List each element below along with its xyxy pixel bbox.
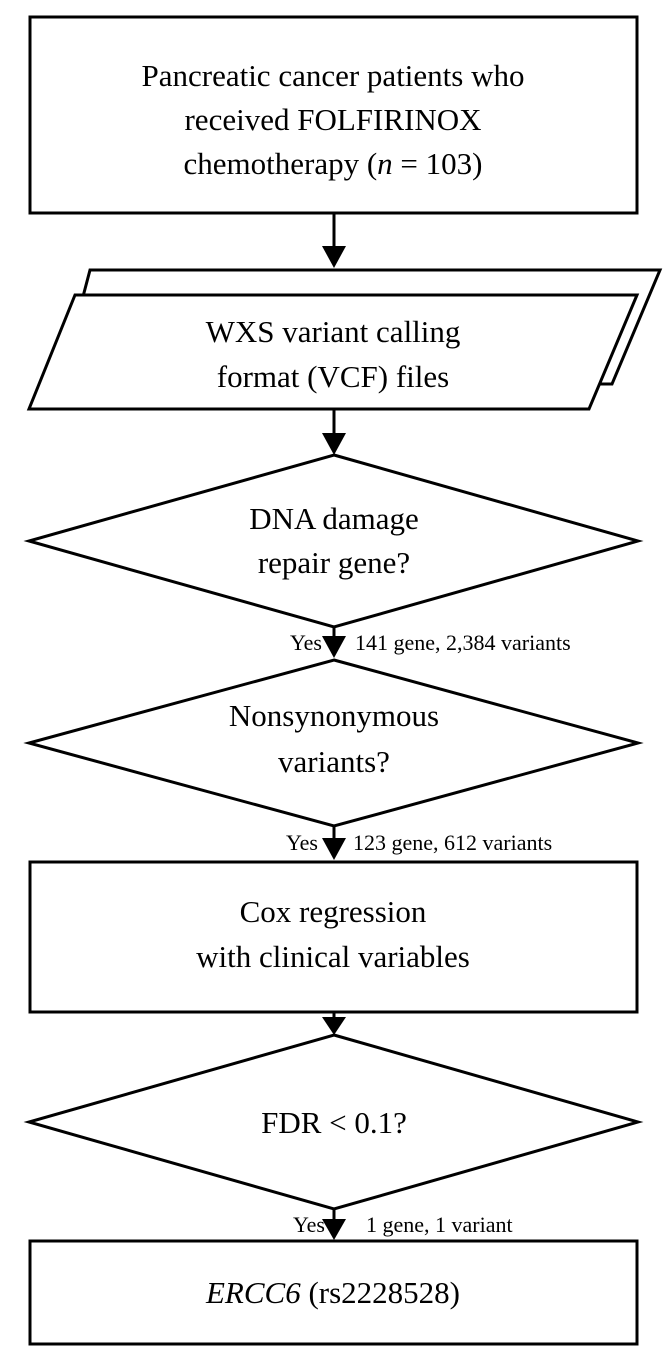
arrow-fdr-to-result: Yes 1 gene, 1 variant (293, 1209, 513, 1240)
edge-label-yes-nonsyn: Yes (286, 830, 318, 855)
edge-label-yes-ddr: Yes (290, 630, 322, 655)
vcf-files-line1: WXS variant calling (206, 314, 461, 349)
vcf-files-node: WXS variant calling format (VCF) files (26, 268, 663, 411)
arrow-vcf-to-ddr (322, 409, 346, 455)
ddr-decision-line2: repair gene? (258, 545, 410, 580)
result-gene-name: ERCC6 (205, 1275, 301, 1310)
ddr-decision-line1: DNA damage (249, 501, 419, 536)
cox-regression-node: Cox regression with clinical variables (28, 860, 639, 1014)
arrow-start-to-vcf (322, 213, 346, 268)
start-node-line1: Pancreatic cancer patients who (141, 58, 524, 93)
result-rs-id: (rs2228528) (301, 1275, 460, 1310)
cox-regression-line1: Cox regression (240, 894, 427, 929)
start-node-line3-suffix: = 103) (393, 146, 483, 181)
fdr-decision-node: FDR < 0.1? (23, 1033, 644, 1211)
edge-count-fdr: 1 gene, 1 variant (366, 1212, 513, 1237)
result-node-label: ERCC6 (rs2228528) (205, 1275, 460, 1310)
nonsyn-decision-line2: variants? (278, 744, 390, 779)
start-node-line2: received FOLFIRINOX (184, 102, 481, 137)
start-node-line3-prefix: chemotherapy ( (184, 146, 378, 181)
ddr-decision-node: DNA damage repair gene? (23, 453, 644, 629)
edge-label-yes-fdr: Yes (293, 1212, 325, 1237)
nonsyn-decision-node: Nonsynonymous variants? (23, 658, 644, 828)
start-node-line3: chemotherapy (n = 103) (184, 146, 483, 181)
result-node: ERCC6 (rs2228528) (28, 1239, 639, 1346)
vcf-files-line2: format (VCF) files (217, 359, 449, 394)
fdr-decision-line1: FDR < 0.1? (261, 1105, 407, 1140)
start-node: Pancreatic cancer patients who received … (28, 15, 639, 215)
arrow-cox-to-fdr (322, 1012, 346, 1035)
arrow-ddr-to-nonsyn: Yes 141 gene, 2,384 variants (290, 627, 571, 658)
cox-regression-line2: with clinical variables (196, 939, 470, 974)
start-node-n-symbol: n (377, 146, 393, 181)
edge-count-ddr: 141 gene, 2,384 variants (355, 630, 571, 655)
edge-count-nonsyn: 123 gene, 612 variants (353, 830, 552, 855)
nonsyn-decision-line1: Nonsynonymous (229, 698, 439, 733)
arrow-nonsyn-to-cox: Yes 123 gene, 612 variants (286, 826, 552, 860)
